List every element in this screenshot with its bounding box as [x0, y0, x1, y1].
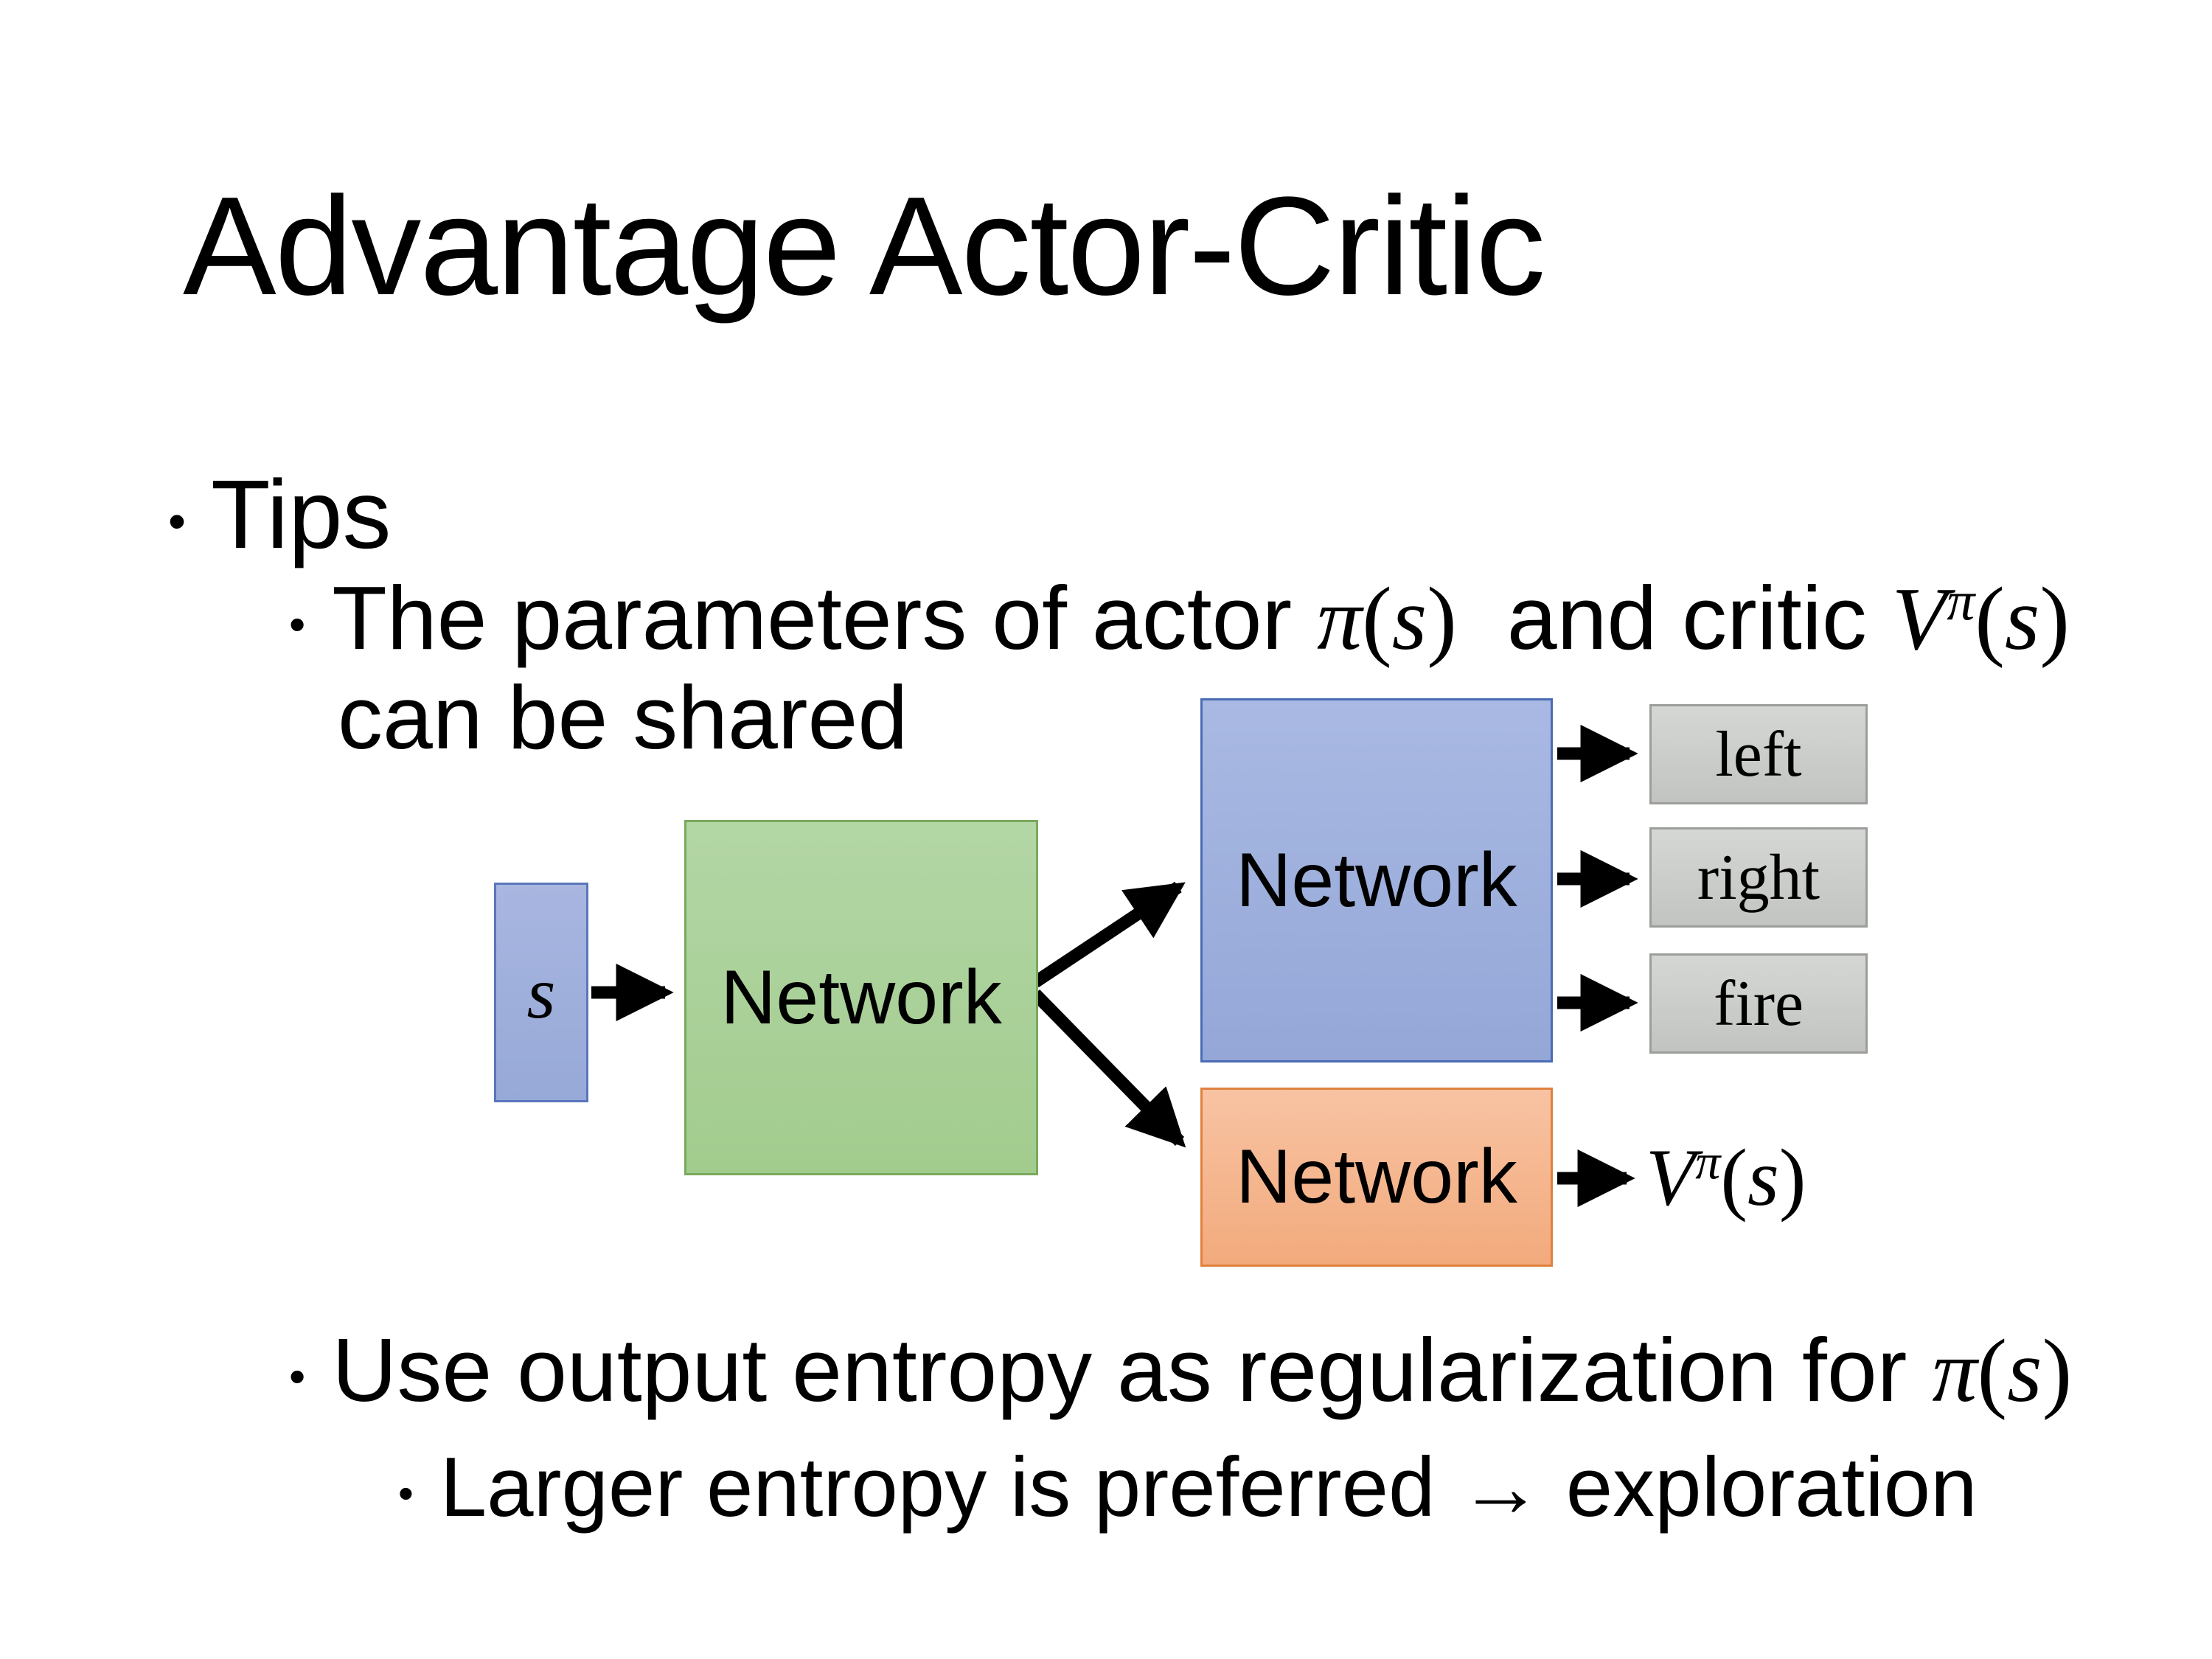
paren: ) [2039, 569, 2070, 669]
arrow-shared-to-critic [1030, 990, 1186, 1148]
s-symbol: s [2007, 1321, 2042, 1421]
paren: ( [1720, 1133, 1748, 1222]
paren: ( [1362, 569, 1392, 669]
paren: ) [1427, 569, 1457, 669]
bullet-line-exploration: • Larger entropy is preferred → explorat… [398, 1439, 1977, 1536]
tips-label: Tips [211, 460, 392, 568]
output-label-fire: fire [1713, 967, 1804, 1040]
bullet-line-entropy: • Use output entropy as regularization f… [289, 1318, 2072, 1423]
paren: ) [2042, 1321, 2073, 1421]
parameters-text: The parameters of actor π(s) and critic … [332, 566, 2070, 671]
output-label-right: right [1697, 841, 1820, 914]
bullet-marker: • [398, 1468, 414, 1518]
actor-network-box: Network [1200, 698, 1553, 1062]
critic-network-box: Network [1200, 1088, 1553, 1267]
param-prefix: The parameters of actor [332, 568, 1318, 668]
bullet-marker: • [168, 493, 187, 550]
pi-superscript: π [1695, 1133, 1721, 1190]
output-box-left: left [1649, 704, 1868, 804]
bullet-marker: • [289, 1351, 306, 1403]
paren: ) [1778, 1133, 1806, 1222]
critic-network-label: Network [1236, 1134, 1517, 1220]
s-symbol: s [2004, 569, 2040, 669]
input-state-box: s [494, 883, 588, 1102]
entropy-prefix: Use output entropy as regularization for [332, 1320, 1933, 1420]
pi-symbol: π [1932, 1321, 1978, 1421]
s-symbol: s [1747, 1133, 1779, 1222]
page-title: Advantage Actor-Critic [183, 168, 1545, 324]
actor-network-label: Network [1236, 837, 1517, 923]
bullet-line-parameters-cont: can be shared [338, 666, 908, 769]
V-symbol: V [1646, 1133, 1696, 1222]
pi-symbol: π [1317, 569, 1363, 669]
V-symbol: V [1891, 569, 1947, 669]
bullet-line-tips: • Tips [168, 459, 392, 570]
output-box-fire: fire [1649, 953, 1868, 1054]
output-label-left: left [1715, 718, 1802, 790]
exploration-text: Larger entropy is preferred → exploratio… [439, 1441, 1978, 1534]
output-box-right: right [1649, 827, 1868, 928]
value-output-label: Vπ(s) [1646, 1131, 1806, 1225]
entropy-text: Use output entropy as regularization for… [332, 1318, 2072, 1423]
paren: ( [1977, 1321, 2008, 1421]
param-line2: can be shared [338, 667, 908, 768]
bullet-marker: • [289, 599, 306, 651]
shared-network-label: Network [720, 954, 1002, 1040]
pi-superscript: π [1947, 571, 1975, 633]
s-symbol: s [1391, 569, 1427, 669]
param-mid: and critic [1456, 568, 1892, 668]
arrow-shared-to-actor [1032, 881, 1186, 988]
bullet-line-parameters: • The parameters of actor π(s) and criti… [289, 566, 2070, 671]
input-state-label: s [526, 951, 556, 1034]
paren: ( [1975, 569, 2005, 669]
shared-network-box: Network [684, 820, 1038, 1175]
